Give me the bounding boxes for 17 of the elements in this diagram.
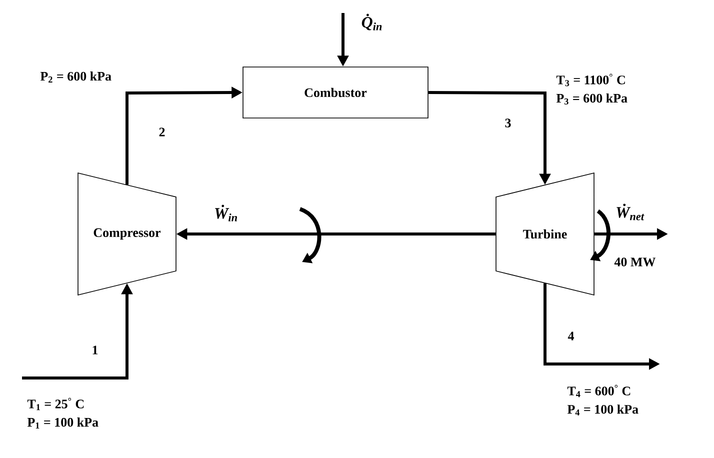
state-label: P$_{3}$ = 600 kPa	[556, 94, 628, 104]
edge-label: Ẇ$_{net}$	[616, 204, 644, 220]
edge-label: 3	[505, 118, 511, 128]
state-label: P$_{2}$ = 600 kPa	[40, 72, 112, 82]
state-label: P$_{4}$ = 100 kPa	[567, 404, 638, 416]
edge-label: 4	[568, 332, 574, 340]
state-label: T$_{3}$ = 1100$^{°}$ C	[556, 74, 625, 86]
edge-label: 1	[92, 346, 98, 354]
state-label: 40 MW	[614, 258, 656, 266]
edge-label: Q̇$_{in}$	[362, 14, 382, 30]
state-label: T$_{4}$ = 600$^{°}$ C	[567, 384, 630, 398]
edge-label: Ẇ$_{in}$	[215, 204, 237, 222]
turbine-trapezoid: Turbine	[496, 172, 594, 296]
state-label: P$_{1}$ = 100 kPa	[27, 418, 98, 428]
combustor-box: Combustor	[242, 66, 428, 118]
edge-label: 2	[159, 128, 165, 136]
state-label: T$_{1}$ = 25$^{°}$ C	[27, 398, 84, 410]
